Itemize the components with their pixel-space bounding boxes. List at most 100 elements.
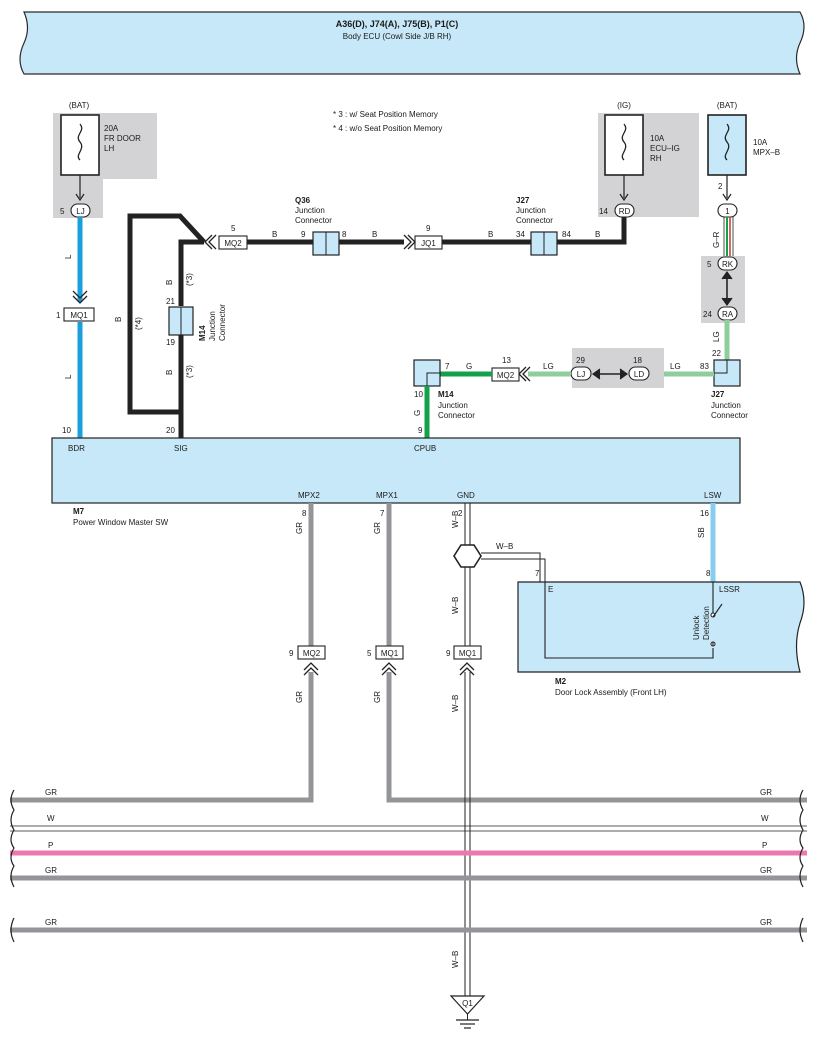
wire-label-sb: SB [697,527,706,538]
junction-j27-l1: Junction [516,206,546,215]
bus-label-gr-l2: GR [45,866,57,875]
wire-label-w-b-2: W–B [496,542,513,551]
connector-rk: RK [722,260,734,269]
m7-pin-bdr: 10 [62,426,71,435]
pin-rd: 14 [599,207,608,216]
component-m2: 7 E 8 LSSR Unlock Detection M2 Door Lock… [517,569,805,697]
pin-q36-out: 8 [342,230,347,239]
fuse-name-2: LH [104,144,114,153]
m2-switch-l1: Unlock [692,615,701,640]
wire-gnd: W–B W–B W–B MQ1 9 W–B W–B Q1 [446,503,546,1029]
junction-m14m-id: M14 [438,390,454,399]
junction-q36-id: Q36 [295,196,311,205]
m2-term-lssr: LSSR [719,585,740,594]
pin-q36-in: 9 [301,230,306,239]
fuse-source-label: (BAT) [717,101,738,110]
bus-lines: GR GR W W P P GR GR GR GR [10,788,807,943]
junction-j27r-l1: Junction [711,401,741,410]
fuse-name: FR DOOR [104,134,141,143]
fuse-ecu-ig-rh: (IG) 10A ECU–IG RH RD 14 [598,101,699,218]
wire-label-g: G [466,362,472,371]
pin-j27r-left: 83 [700,362,709,371]
bus-label-gr-r1: GR [760,788,772,797]
m2-pin-e: 7 [535,569,540,578]
wire-label-gr-2: GR [295,691,304,703]
junction-j27r-id: J27 [711,390,725,399]
pin-mq1-bdr: 1 [56,311,61,320]
m7-pin-sig: 20 [166,426,175,435]
m7-term-cpub: CPUB [414,444,436,453]
m7-pin-mpx2: 8 [302,509,307,518]
junction-m14-mid: 7 10 M14 Junction Connector G [413,359,475,438]
wire-lg-horizontal: LG LJ 29 LD 18 LG MQ2 13 G [440,348,714,388]
bus-label-p-r: P [762,841,767,850]
wire-label-g-2: G [413,410,422,416]
wire-g-r: G–R RK 5 RA 24 LG [701,217,745,360]
m7-pin-gnd: 2 [458,509,463,518]
wire-label-l: L [64,254,73,259]
junction-q36: Q36 Junction Connector 9 8 [295,196,347,256]
connector-mq1-mpx1: MQ1 [381,649,399,658]
junction-m14m-l1: Junction [438,401,468,410]
wire-label-l-2: L [64,374,73,379]
ground-q1: Q1 [462,999,473,1008]
wire-label-b-5: B [372,230,377,239]
wire-label-gr: GR [295,522,304,534]
connector-lj: LJ [76,207,84,216]
connector-rd: RD [619,207,631,216]
wire-label-star3-2: (*3) [185,365,194,378]
pin-mq1-mpx1: 5 [367,649,372,658]
m7-name: Power Window Master SW [73,518,169,527]
pin-rk: 5 [707,260,712,269]
connector-mq2-g: MQ2 [497,371,515,380]
junction-j27-id: J27 [516,196,530,205]
junction-m14-l1: Junction [208,311,217,341]
wire-label-b-7: B [595,230,600,239]
connector-mq2-bot: MQ2 [303,649,321,658]
wire-label-w-b-5: W–B [451,951,460,968]
pin-m14-bottom: 19 [166,338,175,347]
bus-label-gr-l3: GR [45,918,57,927]
m2-pin-lssr: 8 [706,569,711,578]
m7-term-sig: SIG [174,444,188,453]
connector-mq1-gnd: MQ1 [459,649,477,658]
connector-ra: RA [722,310,734,319]
pin-jq1: 9 [426,224,431,233]
wire-label-b-4: B [272,230,277,239]
junction-j27r-l2: Connector [711,411,748,420]
junction-j27-top: J27 Junction Connector 34 84 [516,196,571,256]
fuse-name-2: RH [650,154,662,163]
pin-j27r-top: 22 [712,349,721,358]
pin-mq2-top: 5 [231,224,236,233]
fuse-fr-door-lh: (BAT) 20A FR DOOR LH LJ 5 [53,101,157,218]
wire-lsw: SB [697,503,716,582]
pin-m14m-right: 7 [445,362,450,371]
wire-label-star4: (*4) [134,317,143,330]
pin-lj: 5 [60,207,65,216]
junction-q36-l1: Junction [295,206,325,215]
fuse-source-label: (BAT) [69,101,90,110]
m7-pin-lsw: 16 [700,509,709,518]
junction-j27-right: 22 83 J27 Junction Connector [700,349,748,420]
wire-b: B (*4) B (*3) B (*3) B B B B MQ2 5 JQ1 9 [114,213,627,438]
wire-label-lg: LG [712,331,721,342]
body-ecu-name: Body ECU (Cowl Side J/B RH) [343,32,452,41]
component-m7: M7 Power Window Master SW BDR 10 SIG 20 … [51,426,741,527]
wire-mpx1: GR MQ1 5 GR [367,503,807,803]
body-ecu-banner: A36(D), J74(A), J75(B), P1(C) Body ECU (… [19,11,805,75]
junction-m14-l2: Connector [218,304,227,341]
pin-m14-top: 21 [166,297,175,306]
fuse-amp: 10A [753,138,768,147]
fuse-name: MPX–B [753,148,780,157]
fuse-amp: 20A [104,124,119,133]
wire-label-g-r: G–R [712,231,721,248]
m2-switch-l2: Detection [702,606,711,640]
pin-lj-mid: 29 [576,356,585,365]
junction-m14-id: M14 [198,325,207,341]
m2-id: M2 [555,677,567,686]
bus-label-p-l: P [48,841,53,850]
wire-label-gr-4: GR [373,691,382,703]
bus-label-w-l: W [47,814,55,823]
connector-jq1: JQ1 [421,239,436,248]
